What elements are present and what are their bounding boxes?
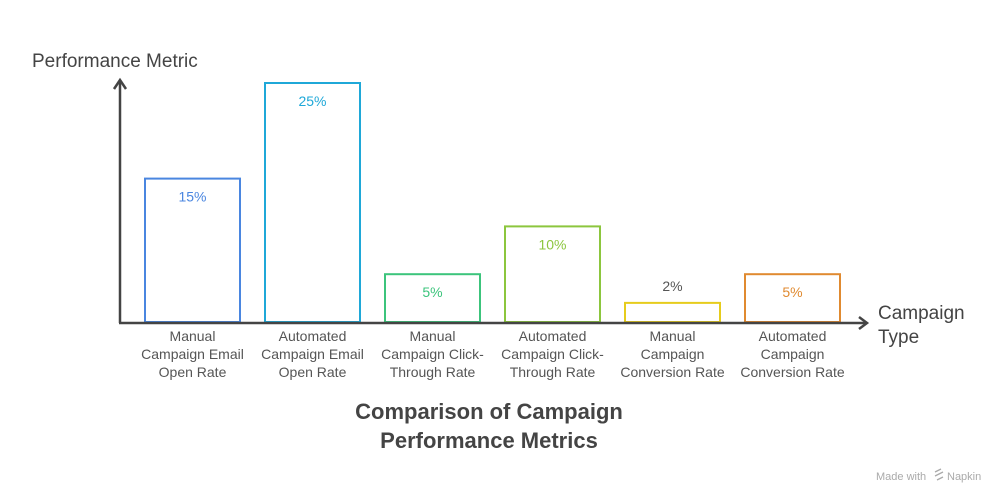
category-label: Campaign Email xyxy=(141,346,244,362)
value-label: 25% xyxy=(298,93,326,109)
category-label: Open Rate xyxy=(159,364,227,380)
category-label: Campaign Click- xyxy=(501,346,604,362)
bar xyxy=(264,82,361,323)
category-label: Through Rate xyxy=(510,364,596,380)
value-label: 10% xyxy=(538,236,566,252)
bar xyxy=(624,301,721,324)
category-label: Campaign xyxy=(761,346,825,362)
chart-title-line2: Performance Metrics xyxy=(380,428,598,453)
chart-title: Comparison of Campaign xyxy=(355,399,623,424)
category-label: Conversion Rate xyxy=(740,364,844,380)
category-label: Manual xyxy=(650,328,696,344)
y-axis-arrow-icon xyxy=(112,77,128,90)
category-label: Through Rate xyxy=(390,364,476,380)
category-label: Automated xyxy=(759,328,827,344)
value-label: 2% xyxy=(662,278,682,294)
category-label: Automated xyxy=(279,328,347,344)
category-label: Automated xyxy=(519,328,587,344)
category-label: Conversion Rate xyxy=(620,364,724,380)
category-label: Campaign xyxy=(641,346,705,362)
category-label: Manual xyxy=(410,328,456,344)
x-axis-arrow-icon xyxy=(858,316,870,330)
y-axis-title: Performance Metric xyxy=(32,51,198,72)
category-label: Campaign Email xyxy=(261,346,364,362)
x-axis-title-line2: Type xyxy=(878,327,919,348)
napkin-logo: Made with Napkin xyxy=(876,468,981,483)
svg-text:Napkin: Napkin xyxy=(947,471,981,483)
x-axis-title: Campaign xyxy=(878,303,965,324)
svg-text:Made with: Made with xyxy=(876,471,926,483)
value-label: 5% xyxy=(782,284,802,300)
category-label: Manual xyxy=(170,328,216,344)
value-label: 5% xyxy=(422,284,442,300)
category-label: Campaign Click- xyxy=(381,346,484,362)
category-label: Open Rate xyxy=(279,364,347,380)
value-label: 15% xyxy=(178,189,206,205)
